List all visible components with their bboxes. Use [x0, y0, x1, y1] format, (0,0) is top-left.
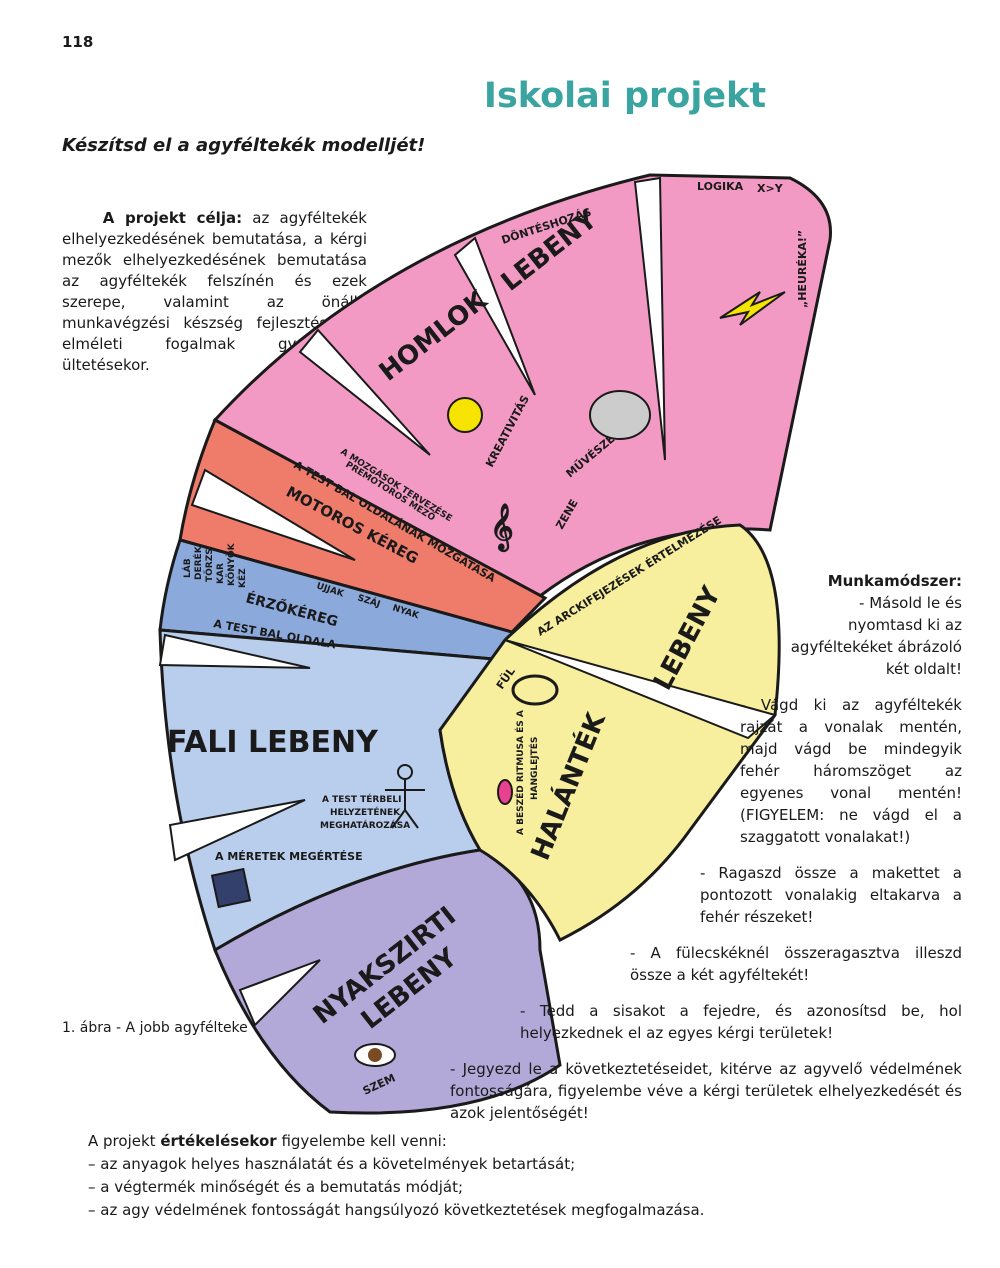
svg-text:LÁB: LÁB	[181, 558, 193, 578]
page-title: Iskolai projekt	[0, 76, 900, 116]
evaluation-item: – az agy védelmének fontosságát hangsúly…	[88, 1201, 705, 1219]
music-icon: 𝄞	[490, 503, 514, 553]
meretek-label: A MÉRETEK MEGÉRTÉSE	[215, 850, 363, 863]
terbeli-label-3: MEGHATÁROZÁSA	[320, 819, 410, 831]
method-section: Munkamódszer: - Másold le és nyomtasd ki…	[450, 570, 962, 1124]
cut-wedges	[158, 176, 778, 1027]
lightning-icon	[719, 291, 786, 326]
method-step: - Vágd ki az agyféltekék rajzát a vonala…	[740, 696, 962, 846]
terbeli-label-1: A TEST TÉRBELI	[322, 793, 401, 805]
subtitle: Készítsd el a agyféltekék modelljét!	[62, 135, 426, 156]
lightbulb-icon	[447, 397, 483, 433]
method-step: - A fülecskéknél összeragasztva illeszd …	[630, 944, 962, 984]
logika-symbol: X>Y	[757, 182, 784, 195]
lips-icon	[497, 779, 513, 805]
figure-caption: 1. ábra - A jobb agyfélteke	[62, 1020, 248, 1036]
svg-text:TÖRZS: TÖRZS	[204, 548, 215, 582]
page-number: 118	[62, 33, 94, 51]
beszed-label-2: HANGLEJTÉS	[528, 737, 540, 800]
svg-text:DERÉK: DERÉK	[192, 545, 204, 580]
evaluation-item: – a végtermék minőségét és a bemutatás m…	[88, 1178, 464, 1196]
page-title-text: Iskolai projekt	[483, 76, 767, 116]
logika-label: LOGIKA	[697, 180, 744, 193]
palette-icon	[589, 390, 651, 440]
project-goal: A projekt célja: az agyféltekék elhelyez…	[62, 208, 367, 376]
svg-text:KAR: KAR	[216, 563, 226, 584]
method-step: - Másold le és nyomtasd ki az agyfélteké…	[790, 594, 962, 678]
method-heading: Munkamódszer:	[827, 572, 962, 590]
evaluation-section: A projekt értékelésekor figyelembe kell …	[88, 1130, 704, 1222]
fali-lebeny-label: FALI LEBENY	[167, 725, 379, 760]
temporal-lobe	[438, 523, 781, 943]
body-parts: LÁB DERÉK TÖRZS KAR KÖNYÖK KÉZ	[181, 542, 248, 588]
cube-icon	[210, 867, 252, 909]
method-step: - Jegyezd le a következtetéseidet, kitér…	[450, 1060, 962, 1122]
method-step: - Ragaszd össze a makettet a pontozott v…	[700, 864, 962, 926]
svg-text:KÉZ: KÉZ	[236, 568, 248, 588]
evaluation-intro: A projekt értékelésekor figyelembe kell …	[88, 1132, 447, 1150]
beszed-label-1: A BESZÉD RITMUSA ÉS A	[514, 710, 526, 835]
ear-icon	[511, 674, 559, 706]
evaluation-item: – az anyagok helyes használatát és a köv…	[88, 1155, 576, 1173]
goal-text: az agyféltekék elhelyezkedésének bemutat…	[62, 209, 367, 374]
frontal-lobe	[212, 173, 832, 598]
heureka-label: „HEURÉKA!”	[796, 230, 809, 308]
svg-text:KÖNYÖK: KÖNYÖK	[226, 542, 237, 586]
occipital-lobe	[213, 848, 562, 1115]
goal-label: A projekt célja:	[102, 209, 243, 227]
method-step: - Tedd a sisakot a fejedre, és azonosíts…	[520, 1002, 962, 1042]
terbeli-label-2: HELYZETÉNEK	[330, 806, 401, 818]
stick-figure-icon	[385, 764, 425, 829]
